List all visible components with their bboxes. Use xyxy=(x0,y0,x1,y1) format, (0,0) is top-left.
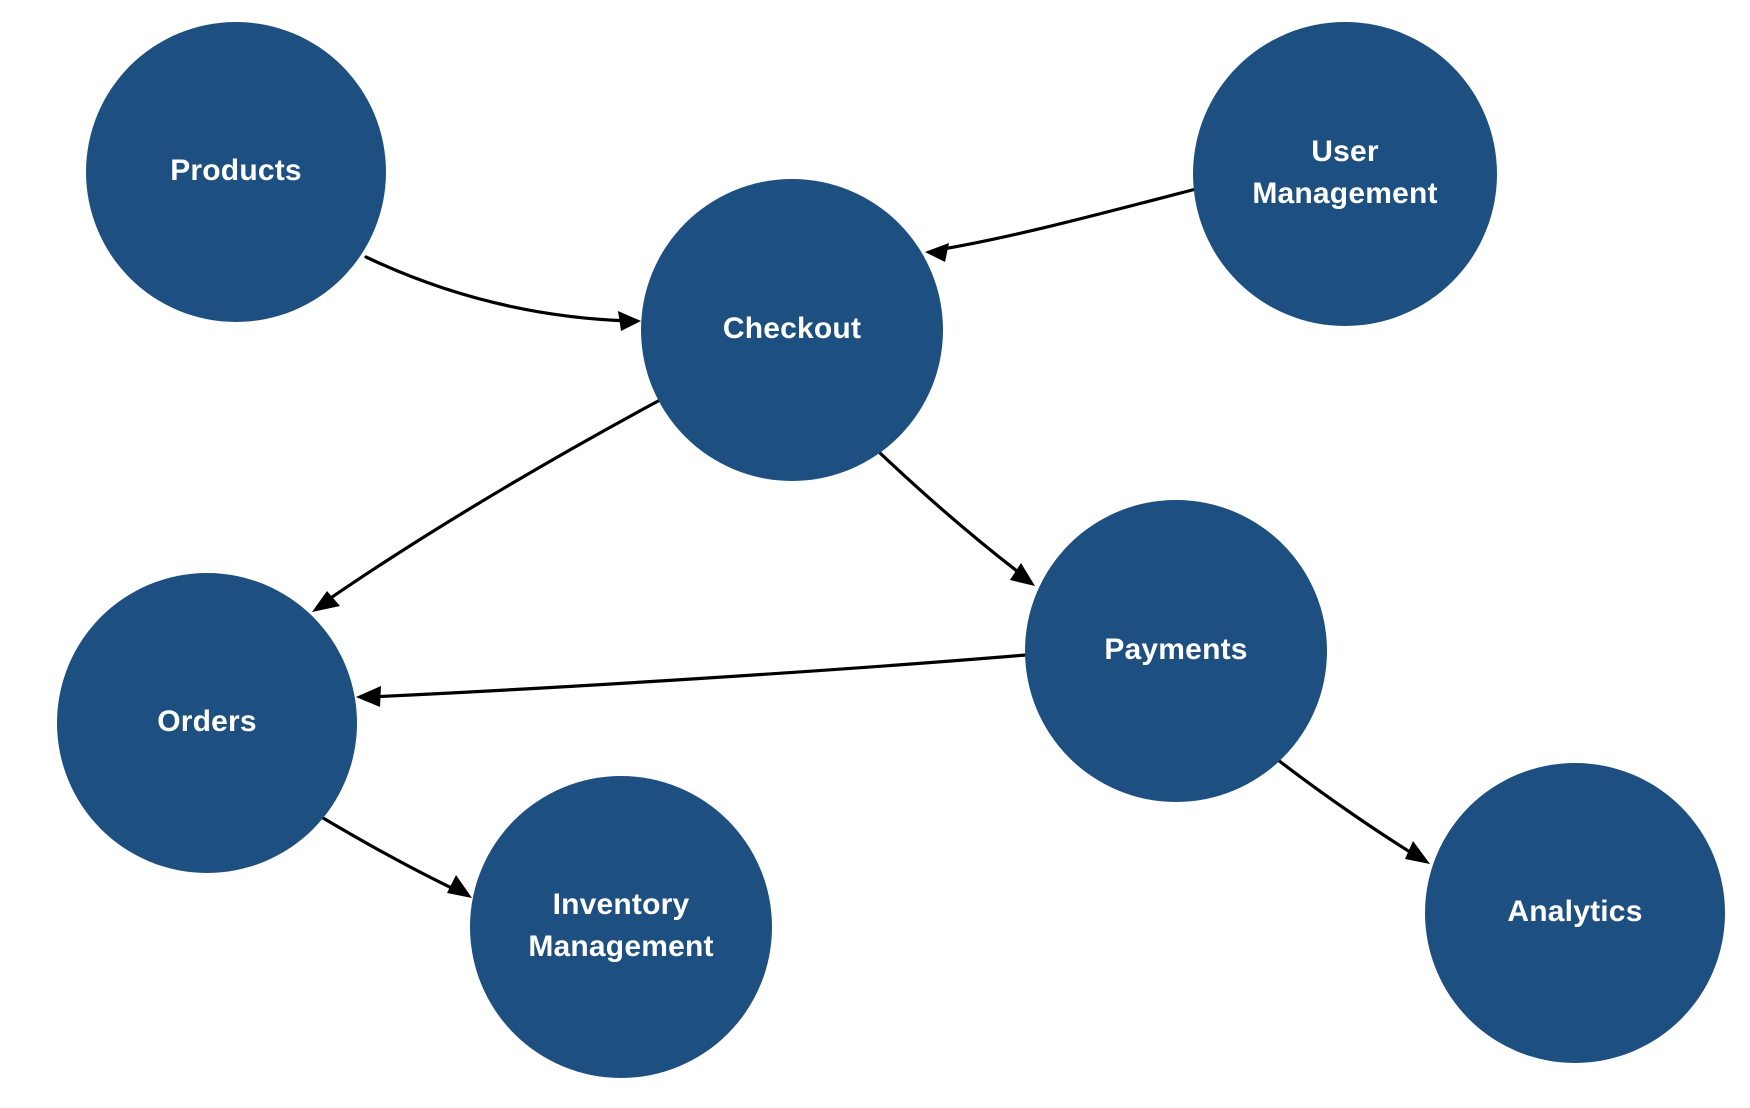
node-circle[interactable] xyxy=(57,573,357,873)
edge-payments-to-orders xyxy=(356,653,1028,707)
node-circle[interactable] xyxy=(1425,763,1725,1063)
arrow-head-icon xyxy=(1405,841,1430,864)
node-circle[interactable] xyxy=(1193,22,1497,326)
node-circle[interactable] xyxy=(1025,500,1327,802)
edge-line xyxy=(878,451,1028,580)
edge-line xyxy=(316,813,462,894)
edge-line xyxy=(367,653,1028,699)
node-circle[interactable] xyxy=(470,776,772,1078)
edge-checkout-to-payments xyxy=(878,451,1035,586)
edge-user-management-to-checkout xyxy=(925,187,1198,262)
node-products[interactable]: Products xyxy=(86,22,386,322)
node-analytics[interactable]: Analytics xyxy=(1425,763,1725,1063)
edge-orders-to-inventory-management xyxy=(316,813,472,898)
arrow-head-icon xyxy=(1010,563,1035,586)
edge-payments-to-analytics xyxy=(1276,758,1430,864)
arrow-head-icon xyxy=(447,875,472,898)
edge-line xyxy=(935,187,1198,252)
edge-line xyxy=(364,255,632,323)
node-payments[interactable]: Payments xyxy=(1025,500,1327,802)
arrow-head-icon xyxy=(618,311,641,331)
node-circle[interactable] xyxy=(641,179,943,481)
edge-checkout-to-orders xyxy=(312,398,662,612)
edges-layer xyxy=(312,187,1430,898)
arrow-head-icon xyxy=(925,243,949,262)
node-checkout[interactable]: Checkout xyxy=(641,179,943,481)
edge-line xyxy=(320,398,662,606)
edge-products-to-checkout xyxy=(364,255,641,331)
edge-line xyxy=(1276,758,1420,859)
arrow-head-icon xyxy=(312,591,340,612)
node-circle[interactable] xyxy=(86,22,386,322)
arrow-head-icon xyxy=(356,686,381,707)
node-orders[interactable]: Orders xyxy=(57,573,357,873)
